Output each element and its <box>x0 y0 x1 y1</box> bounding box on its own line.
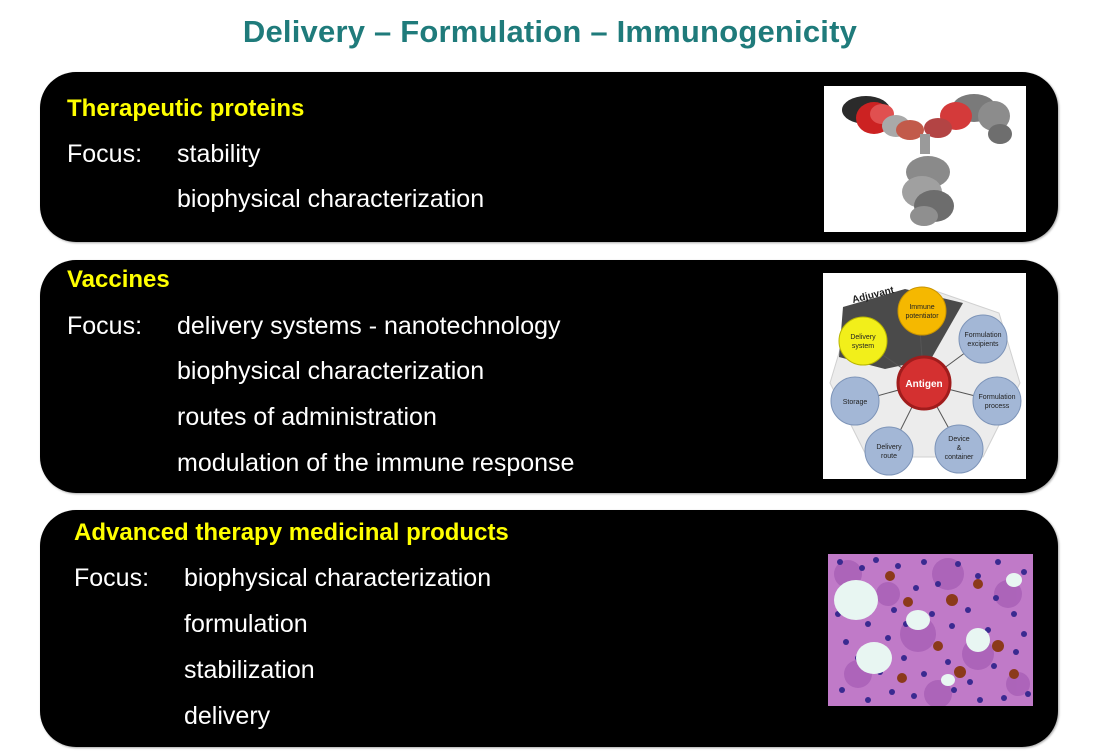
focus-item: biophysical characterization <box>177 185 485 213</box>
node-label: Delivery <box>876 444 902 451</box>
antigen-label: Antigen <box>905 379 942 390</box>
focus-item: formulation <box>184 610 308 638</box>
node-label: Delivery <box>850 334 876 341</box>
panel-heading: Therapeutic proteins <box>67 95 305 122</box>
node-label: Immune <box>909 304 934 311</box>
node-label: system <box>852 343 874 350</box>
focus-item: biophysical characterization <box>177 357 485 385</box>
page-title: Delivery – Formulation – Immunogenicity <box>242 14 858 49</box>
node-label: container <box>945 454 974 461</box>
atmp-panel: Advanced therapy medicinal products Focu… <box>40 510 1058 747</box>
focus-label: Focus: <box>74 564 150 592</box>
therapeutic-proteins-panel: Therapeutic proteins Focus: stability bi… <box>40 72 1058 242</box>
focus-item: delivery <box>184 702 271 730</box>
vaccines-panel: Vaccines Focus: delivery systems - nanot… <box>40 260 1058 493</box>
node-label: Device <box>948 436 970 443</box>
focus-item: modulation of the immune response <box>177 449 575 477</box>
focus-item: stability <box>177 140 261 168</box>
focus-label: Focus: <box>67 312 143 340</box>
focus-label: Focus: <box>67 140 143 168</box>
focus-item: stabilization <box>184 656 315 684</box>
node-label: Storage <box>843 399 868 406</box>
antibody-structure-image <box>824 86 1026 232</box>
panel-heading: Advanced therapy medicinal products <box>74 519 509 546</box>
node-label: & <box>957 445 962 452</box>
focus-item: routes of administration <box>177 403 437 431</box>
histology-image <box>828 554 1033 706</box>
node-label: excipients <box>967 341 999 348</box>
node-label: Formulation <box>979 394 1016 401</box>
adjuvant-diagram: Adjuvant Antigen Immune <box>823 273 1026 479</box>
focus-item: biophysical characterization <box>184 564 492 592</box>
focus-item: delivery systems - nanotechnology <box>177 312 561 340</box>
panel-heading: Vaccines <box>67 266 170 293</box>
node-label: route <box>881 453 897 460</box>
node-label: process <box>985 403 1010 410</box>
node-label: Formulation <box>965 332 1002 339</box>
node-label: potentiator <box>905 313 939 320</box>
